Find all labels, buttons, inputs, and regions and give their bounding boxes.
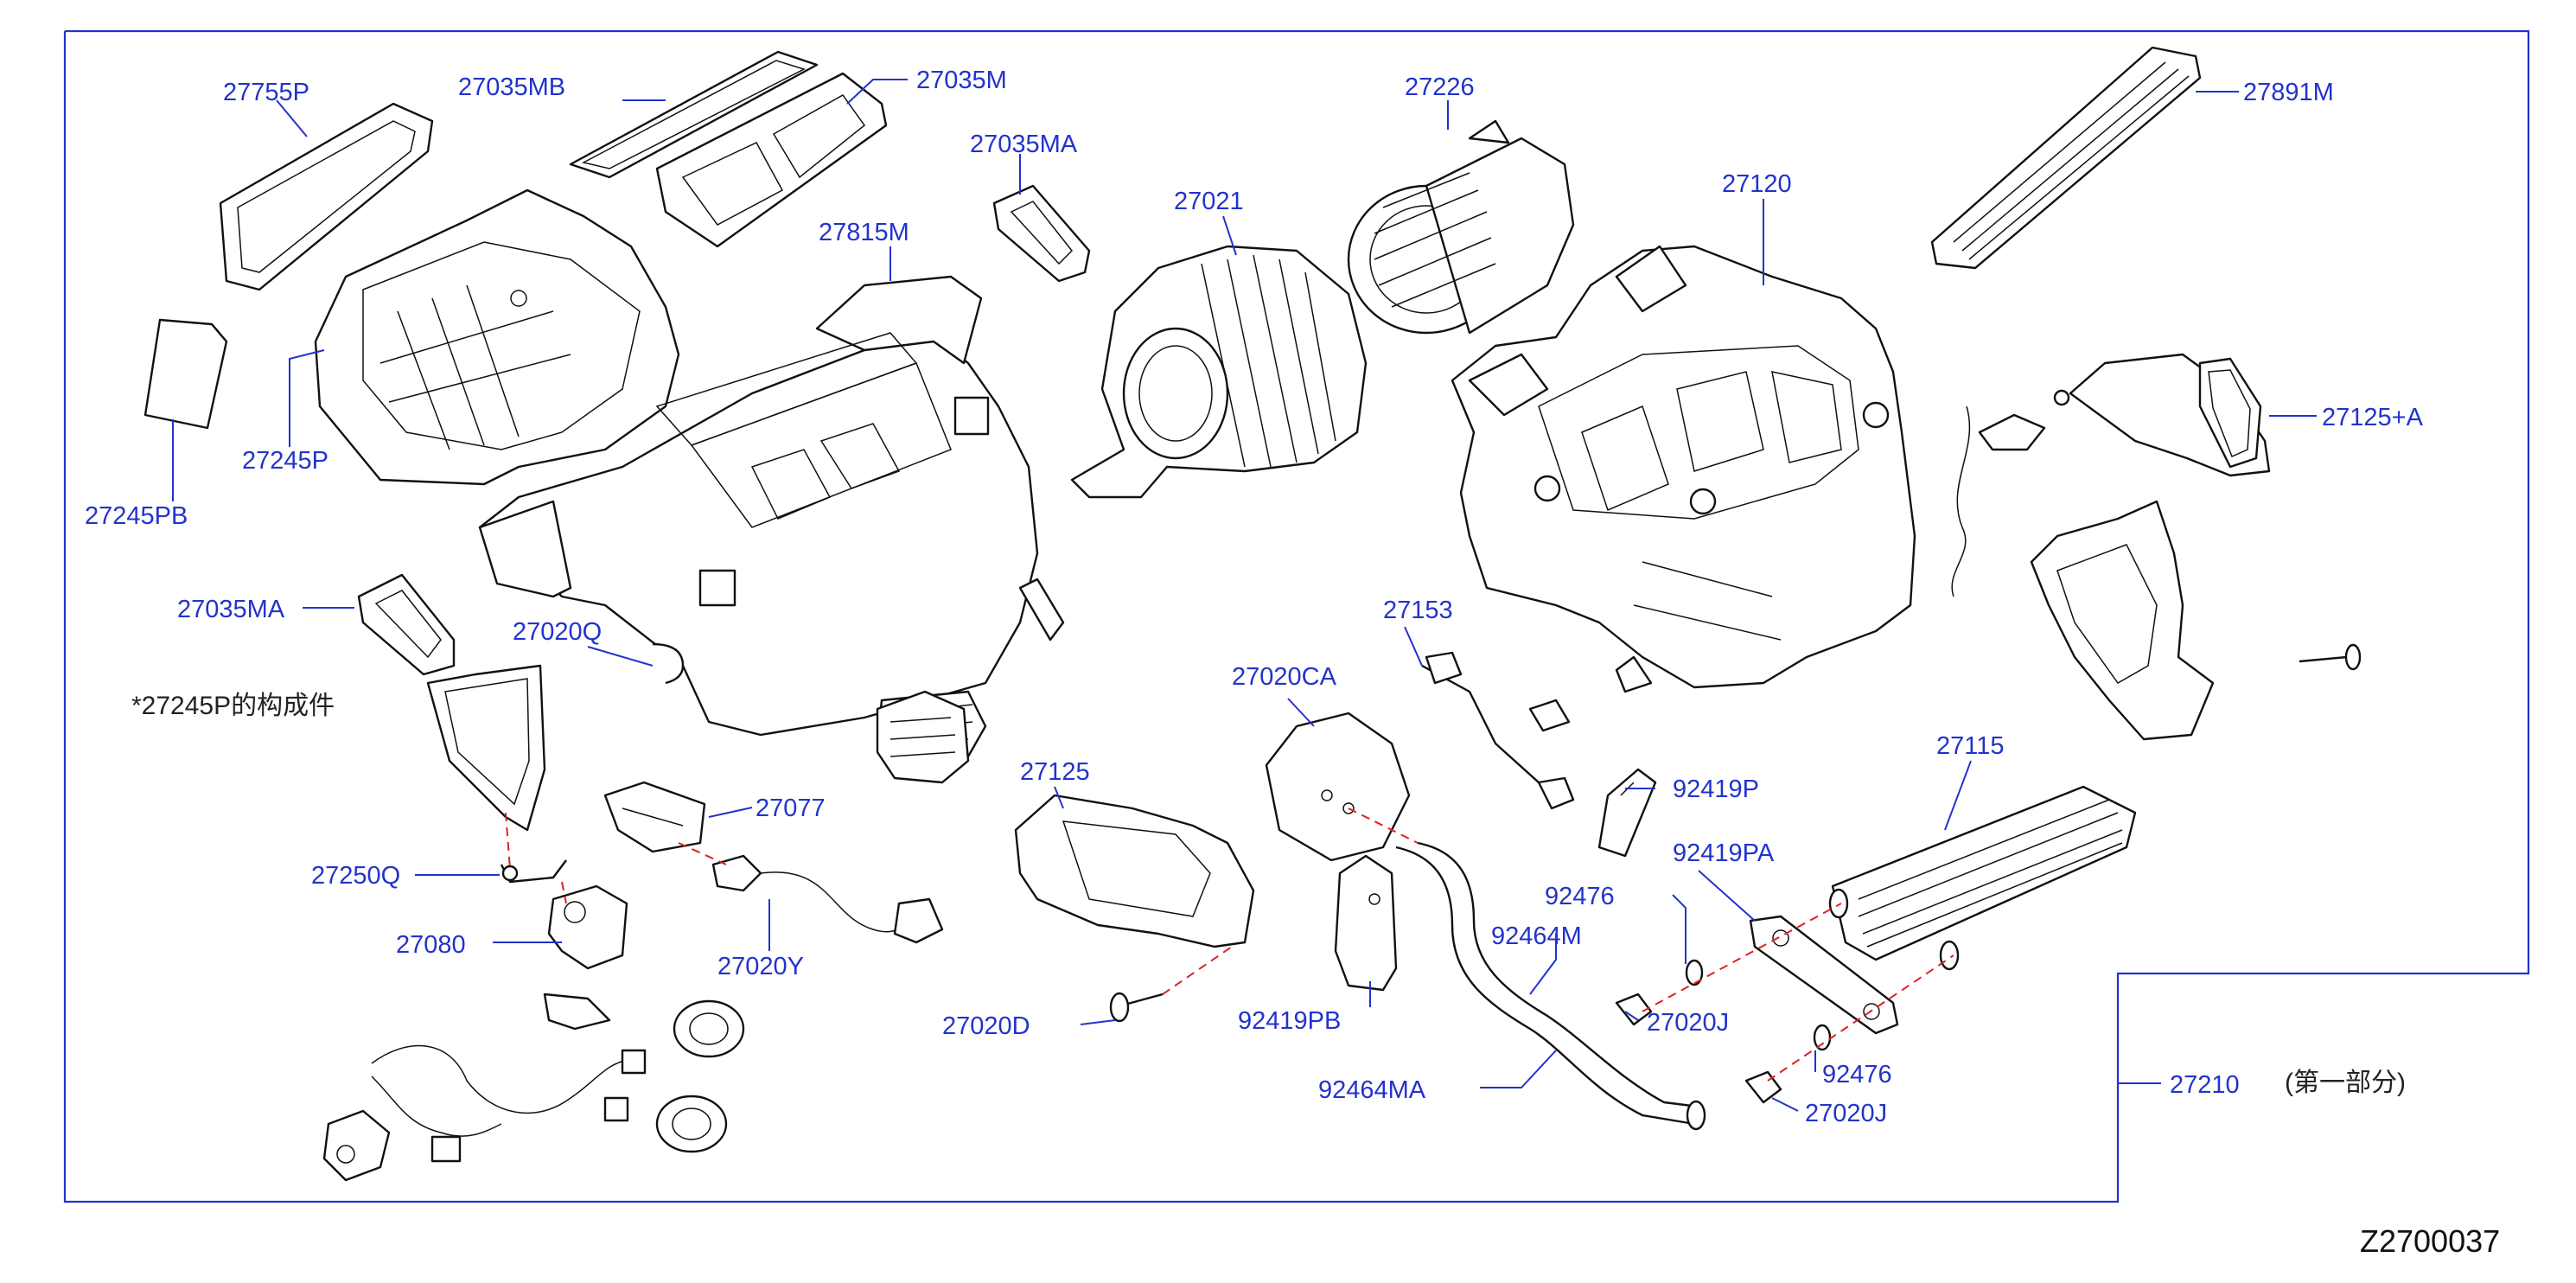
label-27815M: 27815M [819,219,909,246]
actuator-27080-drawing [543,884,628,1031]
label-92464MA: 92464MA [1318,1076,1426,1104]
label-27226: 27226 [1405,73,1475,101]
label-27020CA: 27020CA [1232,663,1337,691]
rod-27153-drawing [1421,651,1575,810]
gasket-27755P-drawing [219,102,434,291]
label-27021: 27021 [1174,188,1244,215]
gasket-27035MA-left-drawing [357,573,456,676]
link-27250Q-drawing [500,859,567,884]
label-27755P: 27755P [223,79,309,106]
filter-27891M-drawing [1930,46,2202,270]
drawing-code: Z2700037 [2360,1223,2500,1259]
filter-27245P-component-drawing [426,664,546,832]
scroll-27021-drawing [1070,245,1368,499]
label-27153: 27153 [1383,597,1453,624]
label-27210: 27210 [2170,1071,2240,1099]
bracket-92419PB-drawing [1334,854,1398,992]
label-92476-upper: 92476 [1545,883,1615,910]
gasket-27035MA-top-drawing [992,184,1091,283]
filter-27035MB-drawing [569,50,819,179]
housing-27245P-drawing [314,188,680,486]
label-27020J-lower: 27020J [1805,1100,1887,1127]
core-27115-drawing [1828,785,2137,971]
label-27125: 27125 [1020,758,1090,786]
label-27125A: 27125+A [2322,404,2424,431]
harness-27020Y-drawing [711,854,944,944]
oring-92476-drawing [1685,959,1832,1051]
leader-lines [172,79,2317,1112]
pipes-92464-drawing [1395,841,1706,1131]
component-note: *27245P的构成件 [131,692,335,720]
label-92419P: 92419P [1673,776,1759,803]
label-27250Q: 27250Q [311,862,400,890]
label-92419PB: 92419PB [1238,1007,1341,1035]
assembly-frame [63,29,2530,1203]
label-27120: 27120 [1722,170,1792,198]
label-27035MA-top: 27035MA [970,131,1078,158]
resistor-27077-drawing [603,781,706,853]
plate-92419PA-drawing [1749,915,1899,1035]
label-27020Q: 27020Q [513,618,602,646]
label-27035MA-left: 27035MA [177,596,285,623]
label-27020D: 27020D [942,1012,1030,1040]
label-92419PA: 92419PA [1673,839,1775,867]
label-27891M: 27891M [2243,79,2334,106]
knob-pair-drawing [655,999,745,1153]
label-27035M: 27035M [916,67,1007,94]
label-27245P: 27245P [242,447,328,475]
duct-27125-drawing [1014,794,1255,948]
screw-right-drawing [2299,643,2362,671]
label-27020Y: 27020Y [717,953,804,980]
label-27115: 27115 [1936,732,2005,760]
filter-27245PB-drawing [143,318,228,430]
label-27077: 27077 [756,795,826,822]
case-27120-drawing [1451,245,1916,693]
label-27020J-upper: 27020J [1647,1009,1729,1037]
label-27035MB: 27035MB [458,73,565,101]
cover-27020CA-drawing [1265,712,1411,862]
label-92464M: 92464M [1491,922,1582,950]
bracket-92419P-drawing [1597,768,1657,858]
clip-27020Q-drawing [652,642,685,685]
fan-motor-27226-drawing [1347,119,1575,335]
assembly-dashed-lines [505,807,1954,1082]
part-note: (第一部分) [2285,1069,2406,1097]
screw-27020D-drawing [1109,992,1164,1023]
actuator-center-drawing [876,690,970,784]
callout-labels: 27755P 27035MB 27035M 27035MA 27226 2789… [85,67,2424,1127]
harness-bottom-left-drawing [322,1044,647,1182]
label-27245PB: 27245PB [85,502,188,530]
duct-27125A-drawing [1951,353,2271,741]
frame-27035M-drawing [655,72,888,248]
label-92476-lower: 92476 [1822,1061,1892,1088]
label-27080: 27080 [396,931,466,959]
clip-27020J-drawing [1615,993,1782,1104]
